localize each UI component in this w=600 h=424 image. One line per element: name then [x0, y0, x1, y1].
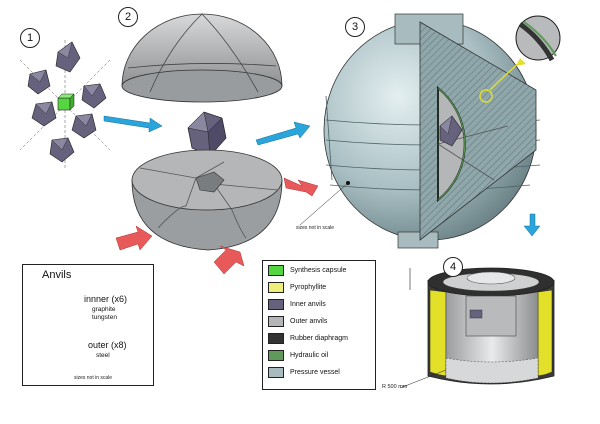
legend-item: Pressure vessel: [268, 367, 340, 378]
arrow-press-icon: [213, 245, 245, 275]
legend-swatch: [268, 333, 284, 344]
arrow-press-icon: [115, 225, 153, 251]
outer-anvil-label: outer (x8): [88, 340, 127, 350]
step-number-2: 2: [118, 7, 138, 27]
step2-bottom-half: [131, 149, 283, 251]
step-number-4: 4: [443, 257, 463, 277]
anvils-title: Anvils: [42, 269, 72, 281]
inner-anvil-piece: [81, 83, 107, 109]
cube-of-inner-anvils: [187, 111, 227, 157]
inner-anvil-label: innner (x6): [84, 294, 128, 304]
legend-label: Hydraulic oil: [290, 352, 329, 359]
arrow-right-icon: [255, 121, 311, 146]
radius-scale-label: R 500 mm: [382, 384, 408, 390]
outer-anvil-material: steel: [96, 352, 110, 359]
step-number-3: 3: [345, 17, 365, 37]
inner-anvil-material-2: tungsten: [92, 314, 117, 321]
legend-item: Hydraulic oil: [268, 350, 328, 361]
legend-item: Outer anvils: [268, 316, 327, 327]
arrow-down-icon: [523, 213, 541, 237]
legend-label: Rubber diaphragm: [290, 335, 348, 342]
legend-swatch: [268, 265, 284, 276]
inner-anvil-piece: [71, 113, 97, 139]
inner-anvil-piece: [31, 101, 57, 127]
pressure-vessel: [299, 13, 541, 249]
arrow-press-icon: [283, 177, 319, 197]
inner-anvil-piece: [55, 41, 81, 73]
legend-item: Synthesis capsule: [268, 265, 346, 276]
legend-item: Rubber diaphragm: [268, 333, 348, 344]
legend-item: Pyrophyllite: [268, 282, 326, 293]
legend-swatch: [268, 316, 284, 327]
legend-label: Pressure vessel: [290, 369, 340, 376]
legend-swatch: [268, 350, 284, 361]
step2-dome: [121, 13, 283, 103]
cylinder-press: [399, 267, 555, 389]
step1-exploded-anvils: [19, 40, 111, 170]
legend-swatch: [268, 367, 284, 378]
legend-swatch: [268, 299, 284, 310]
legend-item: Inner anvils: [268, 299, 326, 310]
inner-anvil-piece: [27, 69, 51, 95]
inner-anvil-material-1: graphite: [92, 306, 116, 313]
legend-label: Outer anvils: [290, 318, 328, 325]
magnifier-inset: [479, 15, 561, 103]
anvils-box: [22, 264, 154, 386]
legend-label: Synthesis capsule: [290, 267, 347, 274]
anvils-scale-note: sizes not in scale: [74, 375, 113, 381]
step-number-1: 1: [20, 28, 40, 48]
synthesis-capsule: [57, 93, 75, 111]
legend-label: Pyrophyllite: [290, 284, 327, 291]
inner-anvil-piece: [49, 137, 75, 163]
legend-swatch: [268, 282, 284, 293]
vessel-scale-note: sizes not in scale: [296, 225, 335, 231]
legend-label: Inner anvils: [290, 301, 326, 308]
arrow-right-icon: [103, 115, 163, 133]
